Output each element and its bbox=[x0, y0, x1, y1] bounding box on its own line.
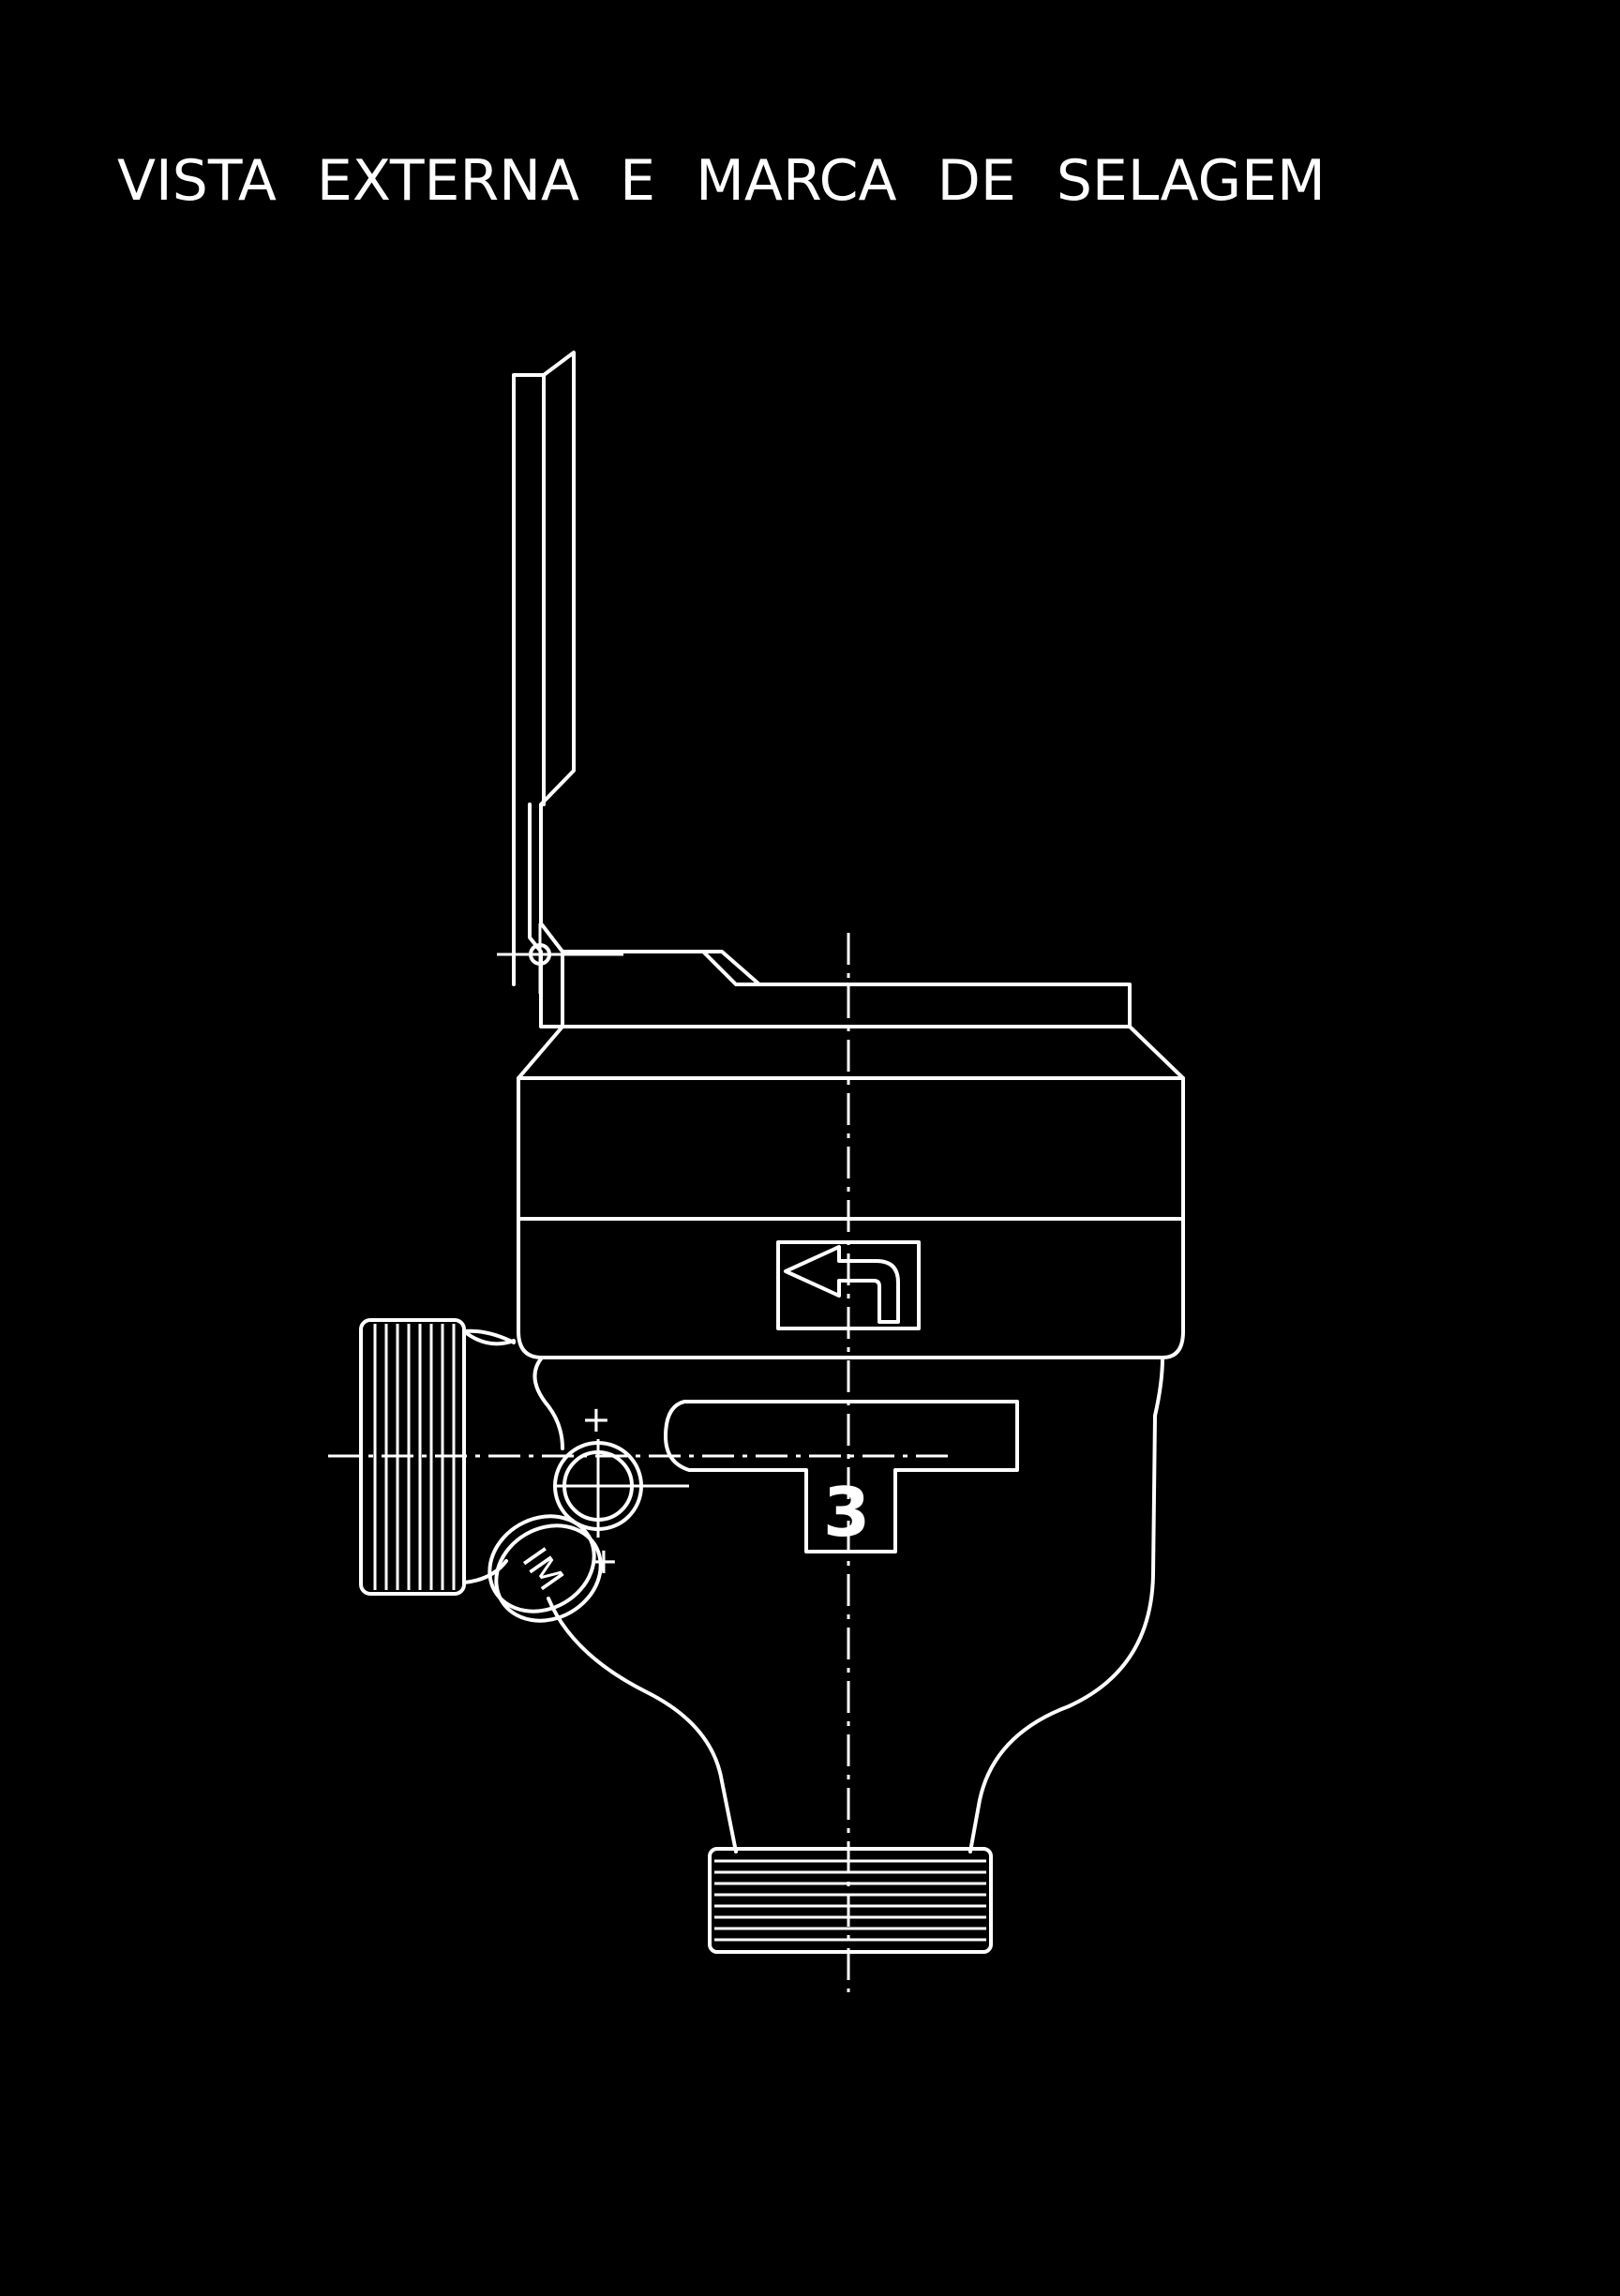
center-lines bbox=[328, 933, 952, 1992]
adjustment-screw: + bbox=[553, 1399, 689, 1538]
hinge-pin bbox=[497, 923, 623, 994]
seal-plate-number: 3 bbox=[823, 1473, 870, 1552]
seal-cap-text: IM bbox=[515, 1540, 572, 1598]
meter-housing bbox=[517, 1076, 1185, 1359]
drawing-title: VISTA EXTERNA E MARCA DE SELAGEM bbox=[117, 148, 1326, 214]
plus-sign-lower: + bbox=[589, 1540, 619, 1582]
meter-lower-body bbox=[462, 1329, 1164, 1853]
outlet-thread bbox=[708, 1847, 993, 1954]
register-cover bbox=[517, 950, 1185, 1080]
hinged-lid bbox=[512, 351, 576, 1028]
seal-lug: 3 bbox=[664, 1400, 1019, 1553]
plus-sign-upper: + bbox=[581, 1399, 611, 1440]
